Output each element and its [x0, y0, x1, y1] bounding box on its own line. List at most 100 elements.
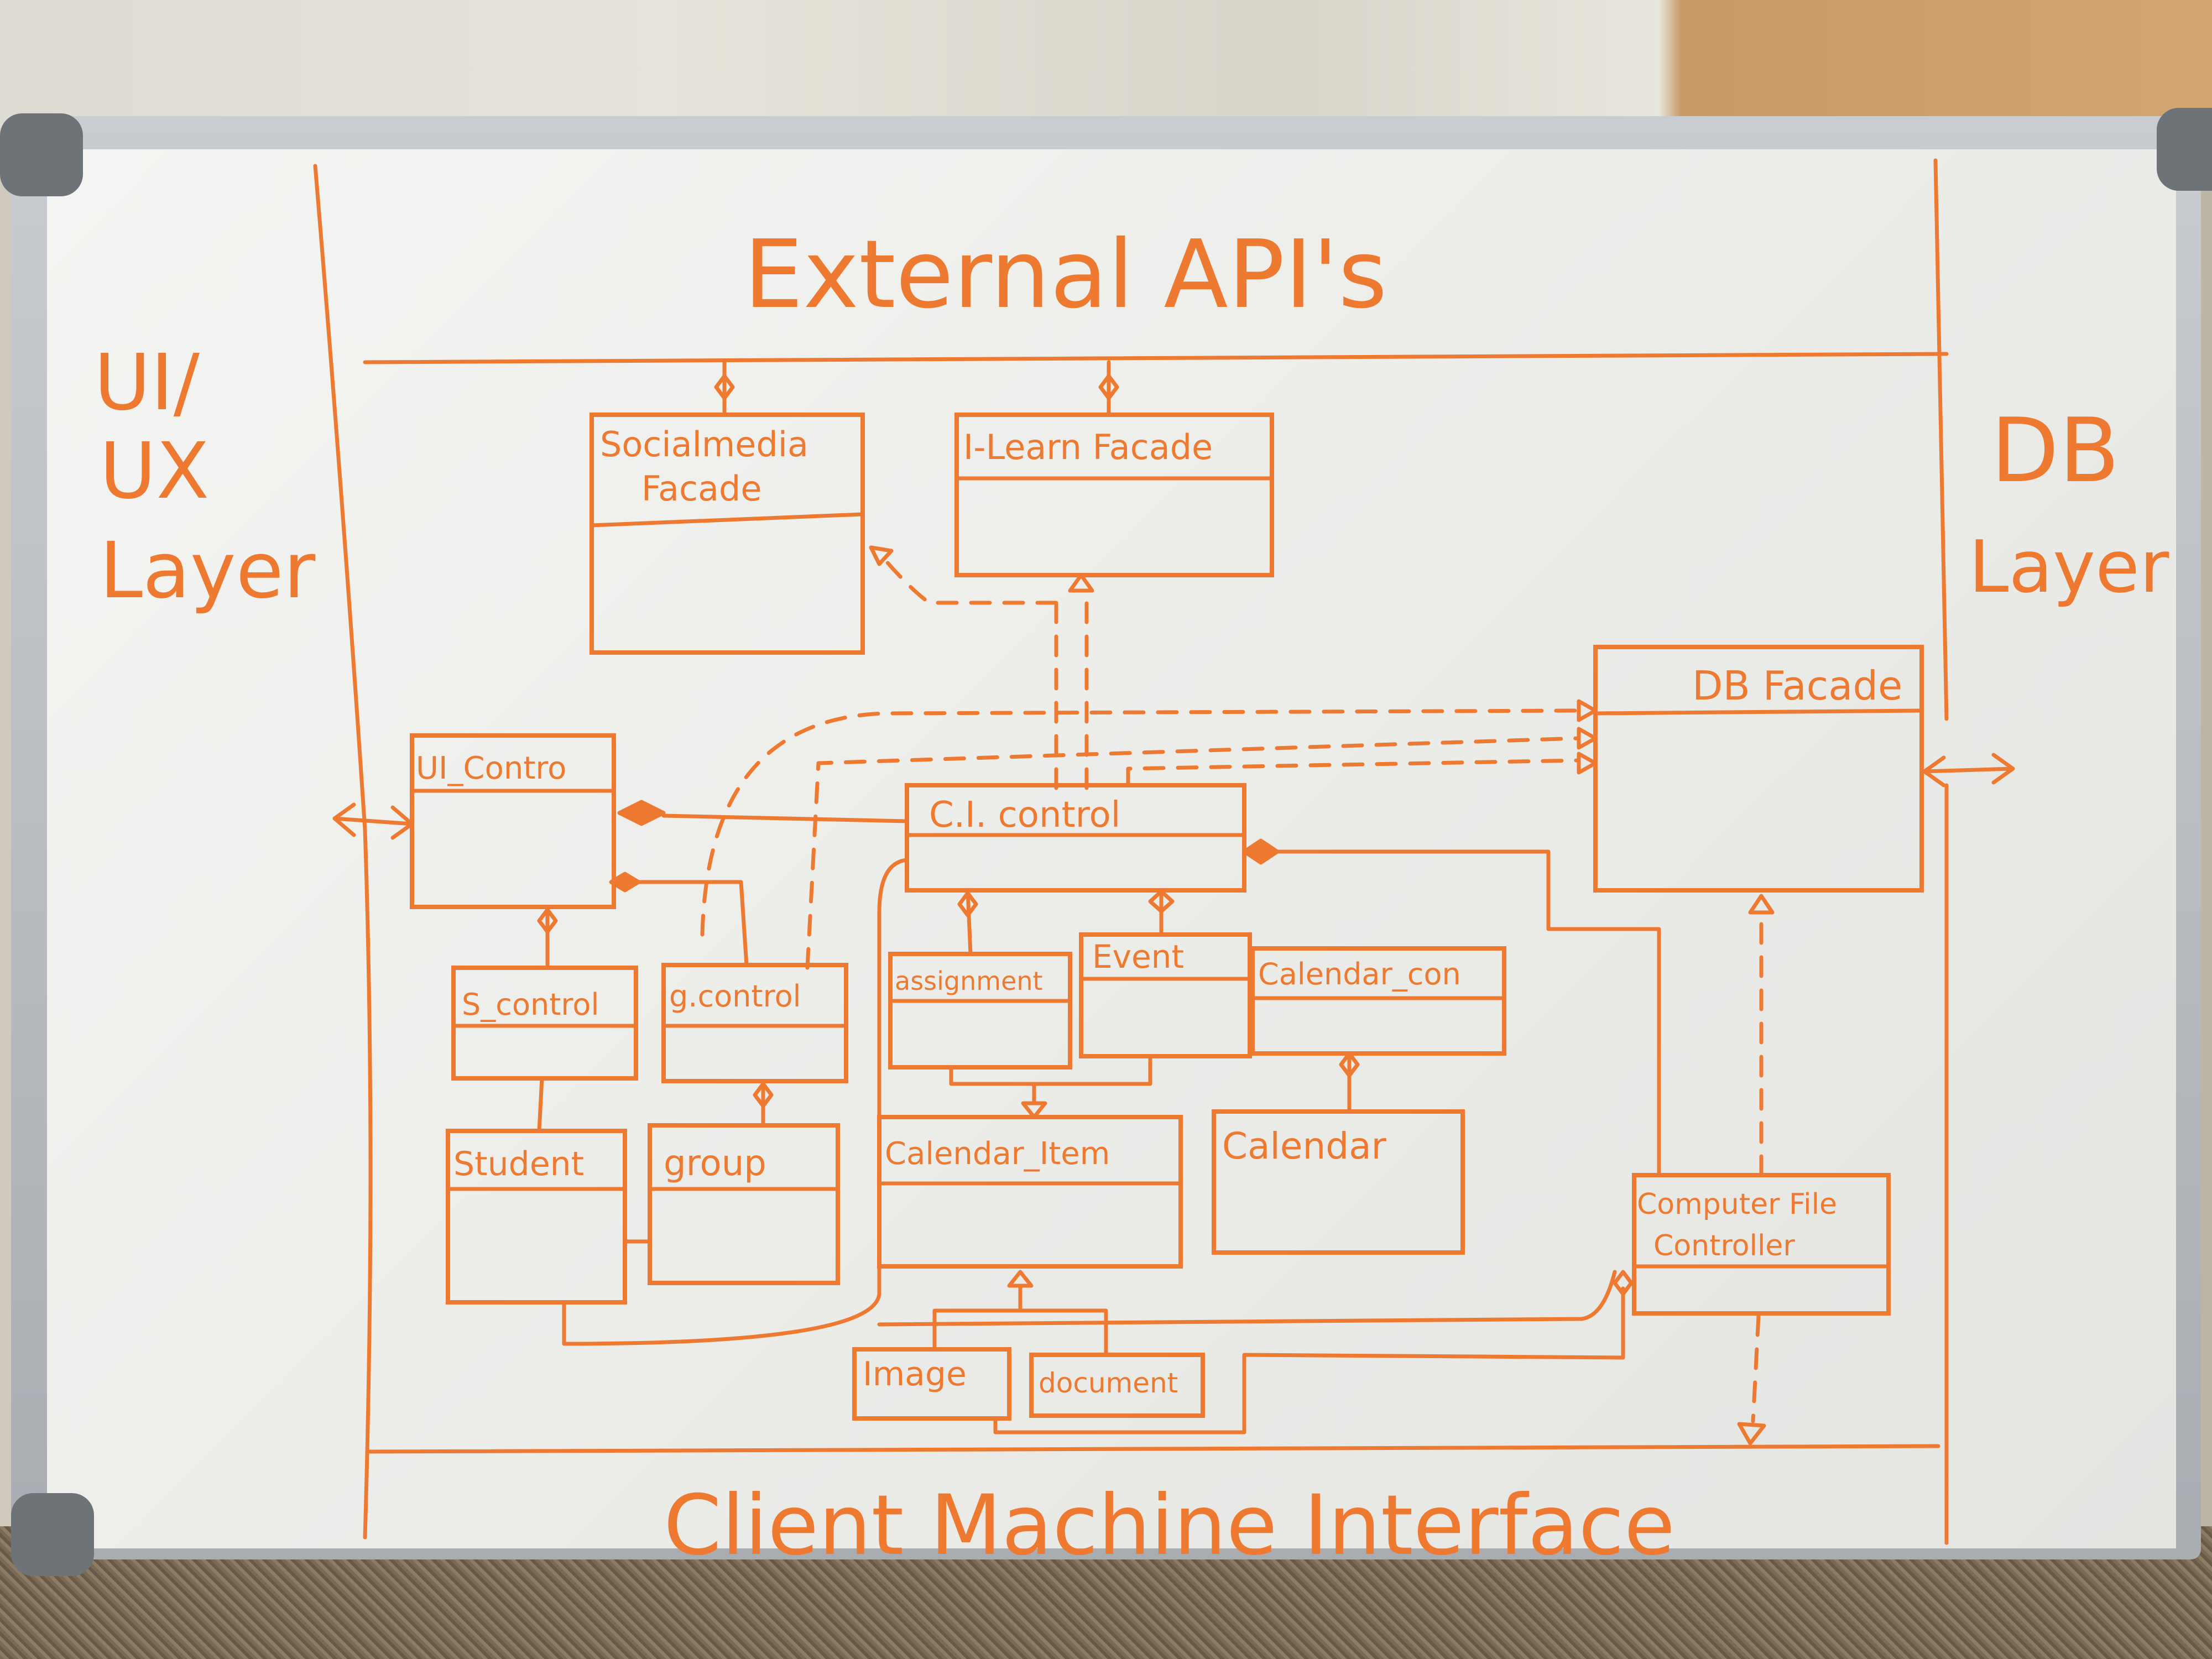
db-external-arrow — [1922, 766, 2015, 774]
class-name-line1: Computer File — [1637, 1188, 1837, 1221]
class-name: DB Facade — [1692, 662, 1902, 709]
external-apis-label: External API's — [744, 220, 1387, 330]
class-box — [852, 1347, 1011, 1421]
ui-layer-label-line3: Layer — [100, 526, 316, 616]
class-computer-file-controller: Computer File Controller — [1632, 1173, 1891, 1316]
class-box — [1079, 932, 1252, 1058]
class-box — [451, 966, 638, 1081]
class-group: group — [648, 1123, 840, 1285]
generalization-arrowhead — [1007, 1270, 1034, 1288]
external-api-boundary-line — [363, 352, 1949, 364]
aggregation-diamond — [537, 907, 558, 934]
ci-to-file-controller-link — [1275, 849, 1661, 1177]
ui-layer-boundary-line — [313, 164, 373, 1540]
class-box — [905, 783, 1246, 893]
class-name: Student — [453, 1145, 584, 1183]
ci-to-socialmedia-dashed — [877, 551, 1058, 605]
class-name: g.control — [669, 979, 801, 1014]
ci-to-db-dashed — [1126, 758, 1581, 787]
class-name: Image — [863, 1355, 967, 1394]
composition-diamond — [1242, 838, 1280, 865]
s-control-to-student-link — [537, 1076, 544, 1133]
class-name: C.I. control — [929, 795, 1120, 836]
class-box — [1212, 1109, 1465, 1255]
aggregation-diamond — [714, 374, 735, 400]
realization-arrowhead — [1068, 573, 1094, 593]
class-divider — [589, 512, 865, 528]
ui-to-ci-link — [661, 813, 909, 823]
class-ui-control: UI_Contro — [410, 733, 616, 909]
class-name: assignment — [895, 966, 1043, 996]
frame-corner-top-right — [2157, 108, 2212, 191]
class-box — [661, 963, 848, 1083]
file-controller-to-client-dashed — [1751, 1314, 1761, 1423]
class-name-line2: Facade — [641, 468, 762, 509]
aggregation-diamond — [753, 1082, 774, 1108]
class-assignment: assignment — [888, 952, 1072, 1070]
class-student: Student — [446, 1129, 627, 1305]
g-control-to-db-dashed-2 — [805, 736, 1581, 970]
class-calendar-con: Calendar_con — [1250, 946, 1506, 1056]
client-interface-boundary-line — [366, 1444, 1940, 1454]
class-name: group — [664, 1143, 766, 1184]
class-g-control: g.control — [661, 963, 848, 1083]
generalization-arrowhead — [1021, 1101, 1047, 1119]
db-layer-label-line1: DB — [1991, 399, 2120, 502]
arrowhead-left — [1922, 755, 1946, 787]
class-box — [1593, 645, 1924, 893]
class-name: document — [1039, 1367, 1178, 1399]
class-ci-control: C.I. control — [905, 783, 1246, 893]
ci-to-assignment-link — [966, 888, 973, 956]
db-layer-boundary-line-top — [1933, 158, 1949, 721]
realization-arrowhead — [1577, 727, 1598, 750]
composition-diamond — [609, 872, 641, 893]
ui-to-g-control-link — [612, 880, 749, 967]
class-calendar-item: Calendar_Item — [877, 1115, 1183, 1269]
realization-arrowhead — [869, 545, 894, 566]
class-socialmedia-facade: Socialmedia Facade — [589, 413, 865, 655]
client-machine-interface-label: Client Machine Interface — [664, 1478, 1675, 1574]
realization-arrowhead — [1577, 752, 1598, 775]
arrowhead-left — [332, 802, 356, 837]
class-image: Image — [852, 1347, 1011, 1421]
aggregation-diamond — [1098, 374, 1119, 400]
class-box — [954, 413, 1274, 577]
arrowhead-right — [390, 805, 414, 840]
class-name: Calendar — [1222, 1125, 1387, 1167]
realization-arrowhead — [1577, 699, 1598, 722]
frame-corner-bottom-left — [11, 1493, 94, 1576]
aggregation-diamond — [957, 891, 978, 917]
class-box — [589, 413, 865, 655]
class-name: Event — [1092, 938, 1184, 975]
composition-diamond — [617, 800, 666, 826]
class-s-control: S_control — [451, 966, 638, 1081]
ui-layer-label-line1: UI/ — [94, 338, 200, 428]
class-event: Event — [1079, 932, 1252, 1058]
class-box — [1250, 946, 1506, 1056]
class-box — [446, 1129, 627, 1305]
ci-bottom-loop — [877, 1270, 1617, 1327]
aggregation-diamond — [1339, 1051, 1360, 1078]
assignment-event-join — [949, 1054, 1152, 1086]
realization-arrowhead — [1748, 894, 1775, 915]
ci-left-loop — [562, 858, 909, 1346]
class-calendar: Calendar — [1212, 1109, 1465, 1255]
ui-layer-label-line2: UX — [100, 426, 209, 517]
ui-external-arrow — [332, 816, 414, 826]
aggregation-diamond — [1148, 889, 1175, 914]
aggregation-diamond — [1613, 1270, 1634, 1296]
class-name: S_control — [462, 987, 599, 1022]
class-name: Calendar_con — [1258, 957, 1461, 992]
class-ilearn-facade: I-Learn Facade — [954, 413, 1274, 577]
class-divider — [1593, 708, 1924, 716]
layer-boundaries — [313, 158, 1949, 1545]
dependency-arrowhead — [1737, 1422, 1766, 1446]
relationships — [332, 360, 2015, 1446]
class-name: UI_Contro — [416, 750, 566, 786]
class-name-line1: Socialmedia — [600, 424, 808, 465]
arrowhead-right — [1991, 753, 2015, 785]
class-box — [888, 952, 1072, 1070]
class-name-line2: Controller — [1653, 1229, 1795, 1262]
class-document: document — [1029, 1353, 1205, 1418]
